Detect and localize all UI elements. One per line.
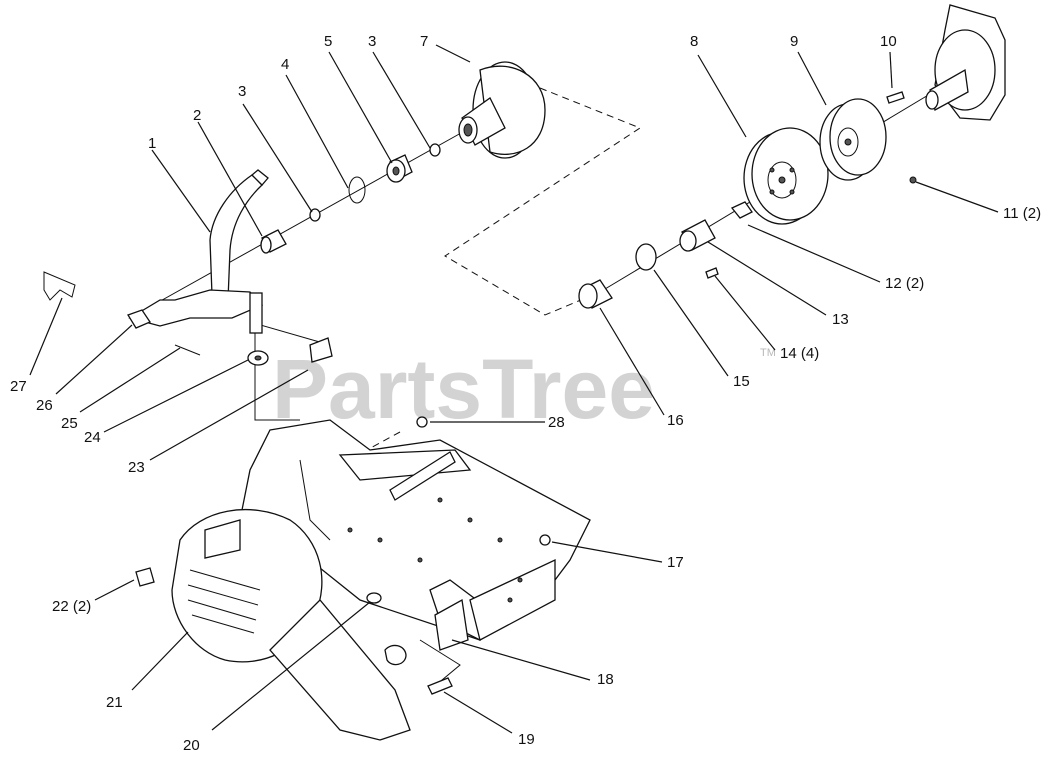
bolt-part-19 <box>427 677 453 695</box>
watermark-trademark: TM <box>760 347 776 359</box>
pivot-bracket-part-26 <box>127 309 151 329</box>
callout-12: 12 (2) <box>885 275 924 292</box>
callout-3-right: 3 <box>368 33 376 50</box>
chassis-frame-part <box>239 419 591 641</box>
small-pulley-part <box>819 98 887 181</box>
shift-lever-part <box>128 169 269 334</box>
callout-3-left: 3 <box>238 83 246 100</box>
bumper-part-22 <box>135 567 155 587</box>
washer-part-24 <box>247 350 269 366</box>
callout-labels: 1 2 3 4 5 3 7 8 9 10 11 (2) 12 (2) 13 14… <box>10 33 1041 754</box>
grommet-part-20 <box>366 592 382 604</box>
callout-5: 5 <box>324 33 332 50</box>
drive-pulley-part <box>458 61 546 159</box>
callout-11: 11 (2) <box>1003 205 1041 222</box>
callout-19: 19 <box>518 731 535 748</box>
shaft-key-part <box>886 91 905 104</box>
callout-10: 10 <box>880 33 897 50</box>
callout-27: 27 <box>10 378 27 395</box>
pin-part-25 <box>174 344 201 356</box>
bushing-part-16 <box>578 279 613 309</box>
bearing-part <box>386 154 413 183</box>
callout-8: 8 <box>690 33 698 50</box>
bracket-part-12 <box>730 201 753 219</box>
screw-part-14 <box>705 267 719 279</box>
leader-lines <box>29 44 999 734</box>
plate-part-18 <box>384 598 469 666</box>
spacer-tube-part <box>679 219 716 252</box>
callout-15: 15 <box>733 373 750 390</box>
callout-25: 25 <box>61 415 78 432</box>
callout-24: 24 <box>84 429 101 446</box>
clip-part-left <box>309 208 321 222</box>
callout-17: 17 <box>667 554 684 571</box>
cap-part-23 <box>309 337 333 363</box>
engine-housing-part <box>925 4 1006 121</box>
snap-ring-part <box>348 176 366 204</box>
bushing-part <box>260 229 287 254</box>
callout-7: 7 <box>420 33 428 50</box>
clip-part-right <box>429 143 441 157</box>
callout-14: 14 (4) <box>780 345 819 362</box>
watermark-text: PartsTree <box>272 342 655 436</box>
callout-9: 9 <box>790 33 798 50</box>
callout-2: 2 <box>193 107 201 124</box>
callout-23: 23 <box>128 459 145 476</box>
callout-18: 18 <box>597 671 614 688</box>
callout-26: 26 <box>36 397 53 414</box>
callout-16: 16 <box>667 412 684 429</box>
callout-20: 20 <box>183 737 200 754</box>
discharge-housing-part <box>171 508 411 741</box>
callout-22: 22 (2) <box>52 598 91 615</box>
nut-part-17 <box>539 534 551 546</box>
washer-ring-part <box>635 243 657 271</box>
callout-1: 1 <box>148 135 156 152</box>
large-pulley-part <box>743 127 829 225</box>
callout-28: 28 <box>548 414 565 431</box>
nut-part-11 <box>909 176 917 184</box>
nut-part-28 <box>416 416 428 428</box>
callout-13: 13 <box>832 311 849 328</box>
spring-part-27 <box>43 271 76 301</box>
callout-4: 4 <box>281 56 289 73</box>
callout-21: 21 <box>106 694 123 711</box>
